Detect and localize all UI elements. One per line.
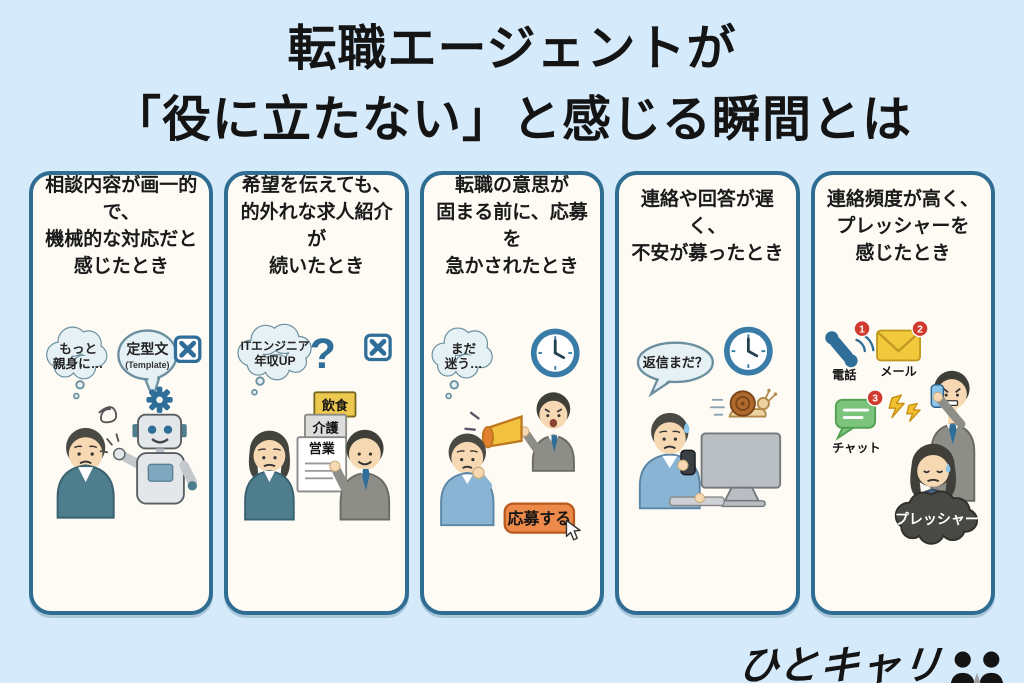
thought-bubble-text: まだ bbox=[451, 342, 477, 356]
apply-button: 応募する bbox=[503, 502, 575, 534]
pressure-label: プレッシャー bbox=[894, 511, 978, 527]
speech-bubble: 定型文 (Template) bbox=[117, 329, 178, 402]
thought-bubble-text: 迷う… bbox=[443, 356, 482, 371]
job-card-restaurant: 飲食 bbox=[313, 391, 357, 418]
question-mark-icon: ? bbox=[310, 330, 336, 378]
job-card-care: 介護 bbox=[304, 413, 348, 441]
panel-5-heading-line: 感じたとき bbox=[855, 242, 951, 264]
notification-badge: 3 bbox=[866, 389, 884, 407]
title-line-1: 転職エージェントが bbox=[287, 22, 737, 76]
thought-bubble-text: 親身に… bbox=[53, 356, 104, 371]
lightning-icon bbox=[888, 394, 921, 423]
panel-high-pressure: 連絡頻度が高く、 プレッシャーを 感じたとき 1 電話 bbox=[810, 171, 996, 616]
snail-icon bbox=[710, 388, 778, 418]
pressure-cloud: プレッシャー bbox=[894, 490, 979, 545]
panel-5-heading-line: プレッシャーを bbox=[836, 215, 970, 237]
panel-3-heading: 転職の意思が 固まる前に、応募を 急かされたとき bbox=[428, 175, 596, 277]
clock-icon bbox=[724, 326, 773, 376]
sweat-drop-icon bbox=[684, 422, 690, 434]
panel-3-heading-line: 固まる前に、応募を bbox=[436, 202, 588, 251]
clock-icon bbox=[530, 328, 580, 378]
speech-bubble-subtext: (Template) bbox=[125, 360, 169, 370]
svg-text:1: 1 bbox=[859, 325, 865, 336]
panel-5-heading: 連絡頻度が高く、 プレッシャーを 感じたとき bbox=[819, 185, 987, 269]
job-seeker-thinking bbox=[439, 433, 495, 527]
panel-4-heading-line: 連絡や回答が遅く、 bbox=[640, 188, 774, 237]
svg-text:2: 2 bbox=[917, 325, 923, 336]
thought-bubble: まだ 迷う… bbox=[431, 327, 493, 400]
panel-2-heading-line: 続いたとき bbox=[269, 256, 365, 278]
panel-4-illustration: 返信まだ？ bbox=[623, 269, 791, 611]
channel-label-mail: メール bbox=[880, 365, 916, 379]
panel-3-heading-line: 急かされたとき bbox=[445, 256, 579, 278]
x-icon bbox=[173, 335, 202, 364]
sweat-drop-icon bbox=[945, 463, 951, 473]
thought-bubble-text: もっと bbox=[59, 342, 97, 356]
people-icon bbox=[950, 651, 1004, 683]
panel-5-heading-line: 連絡頻度が高く、 bbox=[826, 188, 979, 210]
confusion-squiggle-icon bbox=[98, 406, 118, 424]
gear-icon bbox=[146, 386, 173, 413]
brand-logo: ひとキャリ bbox=[736, 633, 1006, 683]
panel-uniform-response: 相談内容が画一的で、 機械的な対応だと 感じたとき bbox=[29, 171, 214, 616]
speech-bubble-text: 返信まだ？ bbox=[643, 354, 708, 370]
page-title: 転職エージェントが 「役に立たない」と感じる瞬間とは bbox=[0, 14, 1024, 155]
mail-icon bbox=[875, 329, 921, 362]
job-seeker bbox=[56, 427, 115, 519]
panel-1-heading-line: 相談内容が画一的で、 bbox=[45, 175, 198, 224]
speech-bubble-text: 定型文 bbox=[126, 341, 169, 357]
svg-text:飲食: 飲食 bbox=[321, 397, 349, 413]
speech-bubble: 返信まだ？ bbox=[637, 341, 715, 398]
panel-rushed-application: 転職の意思が 固まる前に、応募を 急かされたとき まだ bbox=[419, 171, 605, 616]
svg-text:3: 3 bbox=[872, 394, 878, 405]
panel-4-heading: 連絡や回答が遅く、 不安が募ったとき bbox=[623, 185, 791, 269]
channel-label-chat: チャット bbox=[832, 441, 881, 455]
panel-2-heading: 希望を伝えても、 的外れな求人紹介が 続いたとき bbox=[232, 175, 400, 277]
panel-row: 相談内容が画一的で、 機械的な対応だと 感じたとき bbox=[29, 171, 996, 616]
job-card-sales: 営業 bbox=[296, 436, 348, 493]
channel-label-phone: 電話 bbox=[832, 367, 856, 382]
thought-bubble: もっと 親身に… bbox=[46, 326, 108, 400]
panel-4-heading-line: 不安が募ったとき bbox=[631, 242, 784, 264]
chat-icon bbox=[834, 398, 876, 441]
thought-bubble-text: 年収UP bbox=[255, 353, 296, 368]
notification-badge: 1 bbox=[853, 320, 871, 338]
agent-shouting bbox=[519, 392, 575, 472]
svg-text:応募する: 応募する bbox=[507, 509, 571, 528]
thought-bubble-text: ITエンジニア bbox=[241, 340, 310, 353]
job-seeker-woman bbox=[244, 430, 296, 521]
title-line-2: 「役に立たない」と感じる瞬間とは bbox=[111, 92, 912, 147]
panel-2-illustration: ITエンジニア 年収UP ? 飲食 介護 bbox=[232, 269, 400, 611]
panel-5-illustration: 1 電話 2 メール bbox=[819, 269, 987, 611]
panel-1-heading-line: 機械的な対応だと bbox=[45, 229, 198, 251]
panel-1-heading-line: 感じたとき bbox=[73, 256, 169, 278]
brand-logo-text: ひとキャリ bbox=[736, 644, 945, 683]
panel-2-heading-line: 的外れな求人紹介が bbox=[240, 202, 393, 251]
cursor-icon bbox=[565, 519, 581, 541]
robot-agent bbox=[99, 386, 197, 505]
panel-1-illustration: もっと 親身に… 定型文 (Template) bbox=[37, 269, 205, 611]
panel-3-illustration: まだ 迷う… bbox=[428, 269, 596, 611]
svg-text:介護: 介護 bbox=[312, 420, 340, 436]
panel-1-heading: 相談内容が画一的で、 機械的な対応だと 感じたとき bbox=[37, 175, 205, 277]
panel-3-heading-line: 転職の意思が bbox=[455, 175, 570, 197]
panel-slow-response: 連絡や回答が遅く、 不安が募ったとき 返信まだ？ bbox=[615, 171, 800, 616]
monitor-icon bbox=[700, 432, 782, 508]
job-seeker-waiting bbox=[639, 412, 725, 510]
panel-irrelevant-jobs: 希望を伝えても、 的外れな求人紹介が 続いたとき ITエンジニア bbox=[224, 171, 409, 616]
agent-man bbox=[329, 429, 391, 521]
thought-bubble: ITエンジニア 年収UP bbox=[237, 323, 313, 396]
panel-2-heading-line: 希望を伝えても、 bbox=[241, 175, 392, 197]
x-icon bbox=[364, 333, 393, 362]
svg-text:営業: 営業 bbox=[309, 440, 336, 456]
notification-badge: 2 bbox=[911, 320, 929, 338]
